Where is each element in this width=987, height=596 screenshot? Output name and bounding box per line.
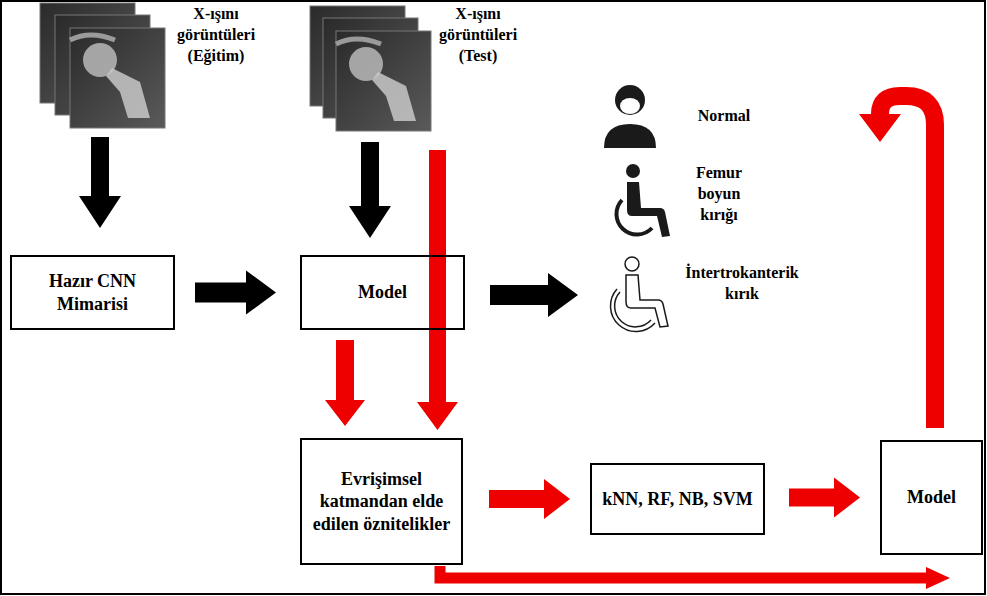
result-arrow [859, 96, 935, 428]
feature-box: Evrişimsel katmandan elde edilen öznitel… [300, 438, 463, 565]
class-label: Normal [684, 106, 764, 127]
block-arrow [789, 478, 860, 518]
flow-arrow [349, 142, 391, 238]
block-arrow [195, 271, 276, 315]
class-label: Femur boyun kırığı [680, 163, 758, 225]
image-label: X-ışını görüntüleri (Eğitim) [170, 4, 262, 66]
image-label: X-ışını görüntüleri (Test) [432, 4, 524, 66]
box-text: Hazır CNN Mimarisi [18, 270, 167, 315]
model-box: Model [880, 440, 983, 555]
feature-arrow [417, 150, 458, 430]
process-box: Hazır CNN Mimarisi [10, 255, 175, 330]
box-text: Evrişimsel katmandan elde edilen öznitel… [308, 468, 455, 536]
flow-arrow [79, 137, 121, 228]
block-arrow [489, 479, 570, 519]
wheelchair-icon [616, 164, 670, 237]
box-text: kNN, RF, NB, SVM [602, 488, 752, 511]
model-box: Model [300, 255, 465, 330]
classifier-box: kNN, RF, NB, SVM [590, 463, 765, 535]
xray-stack [40, 3, 165, 128]
wheelchair-icon [610, 257, 668, 332]
block-arrow [325, 340, 365, 426]
person-icon [604, 85, 656, 148]
xray-stack [310, 6, 431, 131]
class-label: İntertrokanterik kırık [672, 263, 812, 305]
feature-arrow [440, 566, 950, 589]
box-text: Model [907, 486, 956, 509]
flow-arrow [490, 273, 578, 317]
box-text: Model [358, 281, 407, 304]
